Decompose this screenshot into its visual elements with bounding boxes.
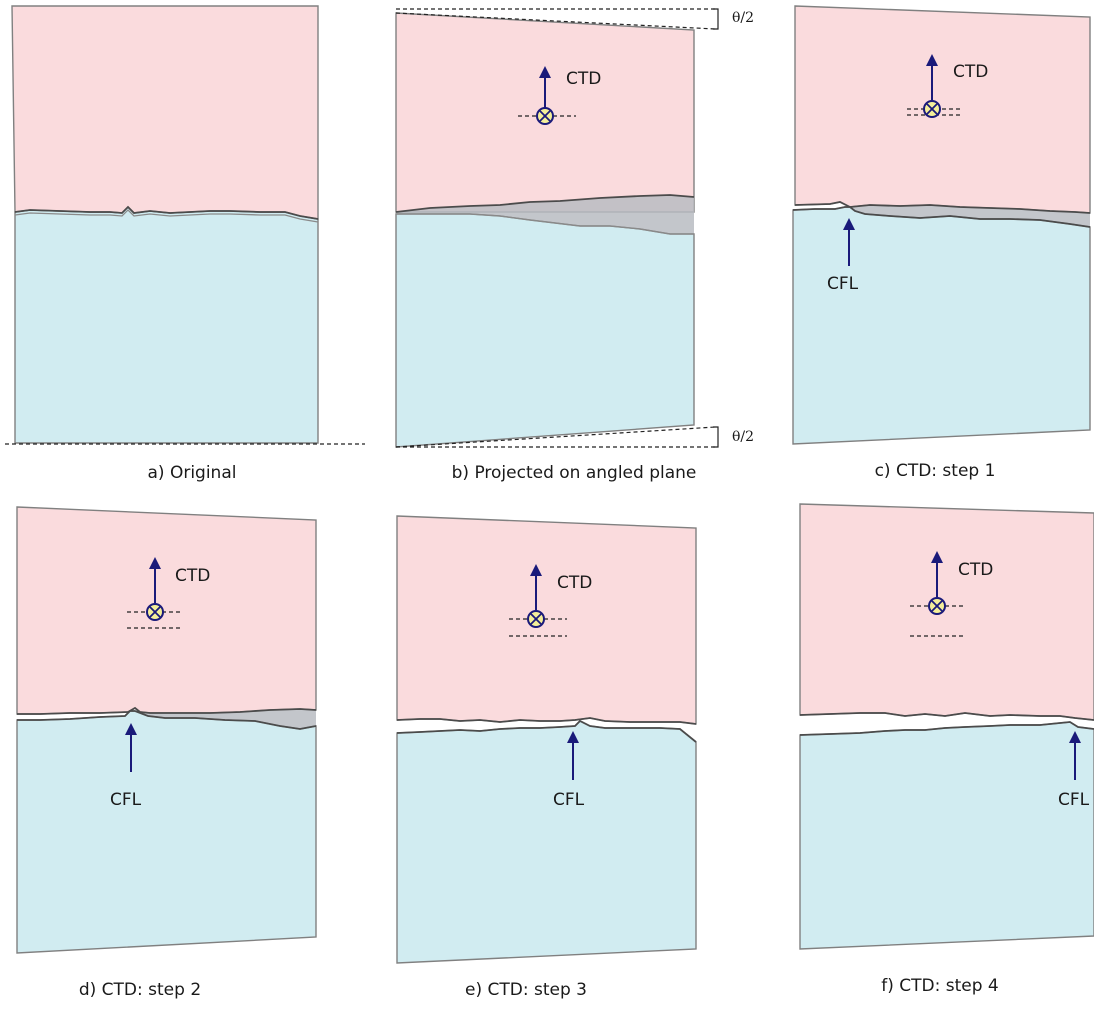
overlap-region: [396, 195, 694, 234]
lower-block: [799, 721, 1094, 950]
ctd-label: CTD: [958, 560, 993, 580]
caption-c: c) CTD: step 1: [875, 461, 996, 481]
upper-block: [799, 503, 1094, 721]
fracture-surface: [14, 205, 319, 220]
cfl-label: CFL: [553, 790, 585, 810]
caption-b: b) Projected on angled plane: [452, 463, 697, 483]
lower-block: [14, 206, 319, 444]
caption-e: e) CTD: step 3: [465, 980, 587, 1000]
cfl-label: CFL: [110, 790, 142, 810]
ctd-label: CTD: [566, 69, 601, 89]
lower-block: [16, 710, 317, 954]
panel-e: CTD CFL e) CTD: step 3: [396, 515, 697, 1000]
lower-block: [395, 213, 695, 448]
caption-d: d) CTD: step 2: [79, 980, 201, 1000]
upper-block: [16, 506, 317, 715]
ctd-label: CTD: [557, 573, 592, 593]
angle-label-top: θ/2: [732, 10, 754, 26]
caption-f: f) CTD: step 4: [881, 976, 999, 996]
angle-label-bottom: θ/2: [732, 429, 754, 445]
panel-f: CTD CFL f) CTD: step 4: [799, 503, 1094, 996]
panel-d: CTD CFL d) CTD: step 2: [16, 506, 317, 1000]
panel-b: θ/2 θ/2 CTD b) Projected on angled plane: [395, 8, 754, 483]
panel-c: CTD CFL c) CTD: step 1: [792, 5, 1091, 481]
panel-a: a) Original: [5, 5, 365, 483]
lower-block: [792, 206, 1091, 445]
upper-block: [11, 5, 319, 220]
lower-block: [396, 720, 697, 964]
ctd-label: CTD: [175, 566, 210, 586]
upper-block: [396, 515, 697, 725]
caption-a: a) Original: [148, 463, 237, 483]
ctd-label: CTD: [953, 62, 988, 82]
cfl-label: CFL: [827, 274, 859, 294]
cfl-label: CFL: [1058, 790, 1090, 810]
